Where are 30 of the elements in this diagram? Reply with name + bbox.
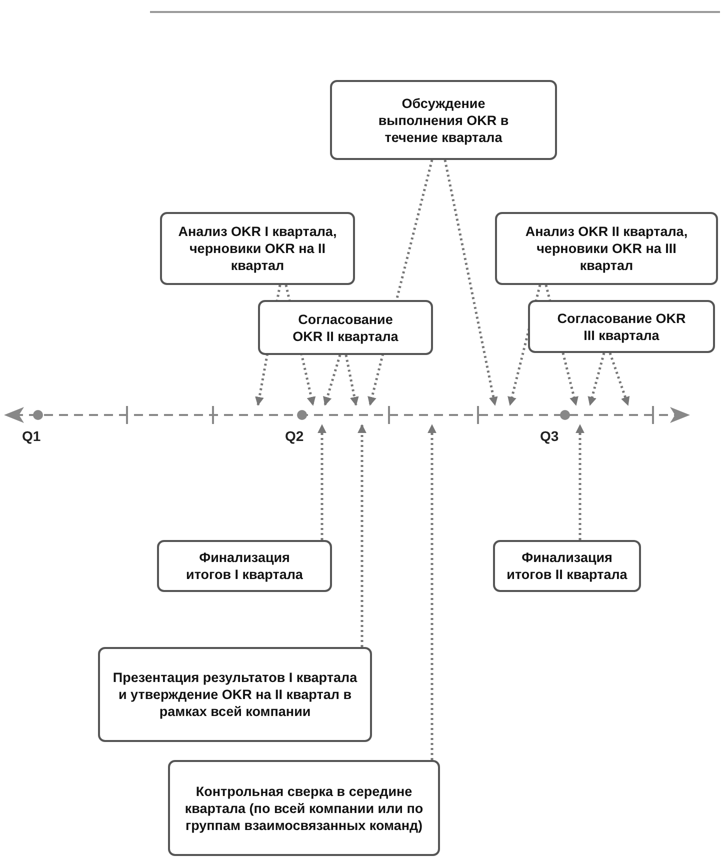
leader-arrow xyxy=(588,352,606,406)
callout-box xyxy=(160,212,355,285)
callout-box xyxy=(495,212,718,285)
quarter-label: Q3 xyxy=(540,428,559,444)
callout-text: Согласование OKR III квартала xyxy=(556,310,686,344)
leader-arrow xyxy=(358,424,366,647)
callout-box xyxy=(168,760,440,856)
callout-box xyxy=(493,540,641,592)
leader-arrow xyxy=(444,160,498,406)
callout-text: Анализ OKR I квартала, черновики OKR на II квартал xyxy=(177,223,338,274)
callout-text: Презентация результатов I квартала и утверждение OKR на II квартал в рамках всей компании xyxy=(112,669,358,720)
leader-arrow xyxy=(608,352,630,406)
callout-box xyxy=(157,540,332,592)
callout-box xyxy=(330,80,557,160)
callout-box xyxy=(98,647,372,742)
callout-text: Контрольная сверка в середине квартала (по всей компании или по группам взаимосвязанных команд) xyxy=(184,782,424,834)
quarter-label: Q2 xyxy=(285,428,304,444)
quarter-label: Q1 xyxy=(22,428,41,444)
callout-box xyxy=(258,300,433,355)
callout-text: Обсуждение выполнения OKR в течение квартала xyxy=(377,94,510,146)
leader-arrow xyxy=(428,424,436,760)
callout-text: Финализация итогов I квартала xyxy=(185,549,304,583)
callout-text: Анализ OKR II квартала, черновики OKR на III квартал xyxy=(524,223,689,274)
leader-arrow xyxy=(318,424,326,540)
callout-text: Согласование OKR II квартала xyxy=(292,310,400,344)
callout-text: Финализация итогов II квартала xyxy=(506,549,628,583)
callout-box xyxy=(528,300,715,353)
leader-arrow xyxy=(344,354,359,406)
leader-arrow xyxy=(576,424,584,540)
leader-arrow xyxy=(323,354,342,406)
